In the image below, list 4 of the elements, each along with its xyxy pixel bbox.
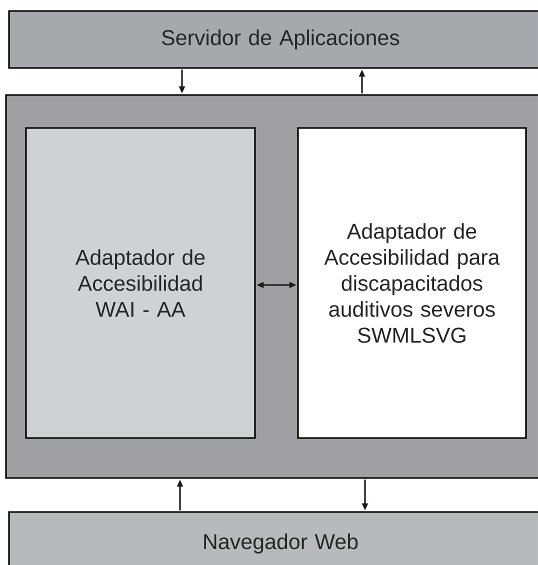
server-box: Servidor de Aplicaciones [8, 10, 538, 69]
adapter-box: Adaptador de Accesibilidad para discapacitados auditivos severos SWMLSVG [297, 127, 527, 439]
browser-box: Navegador Web [8, 511, 538, 565]
adapter-box: Adaptador de Accesibilidad WAI - AA [25, 127, 256, 439]
